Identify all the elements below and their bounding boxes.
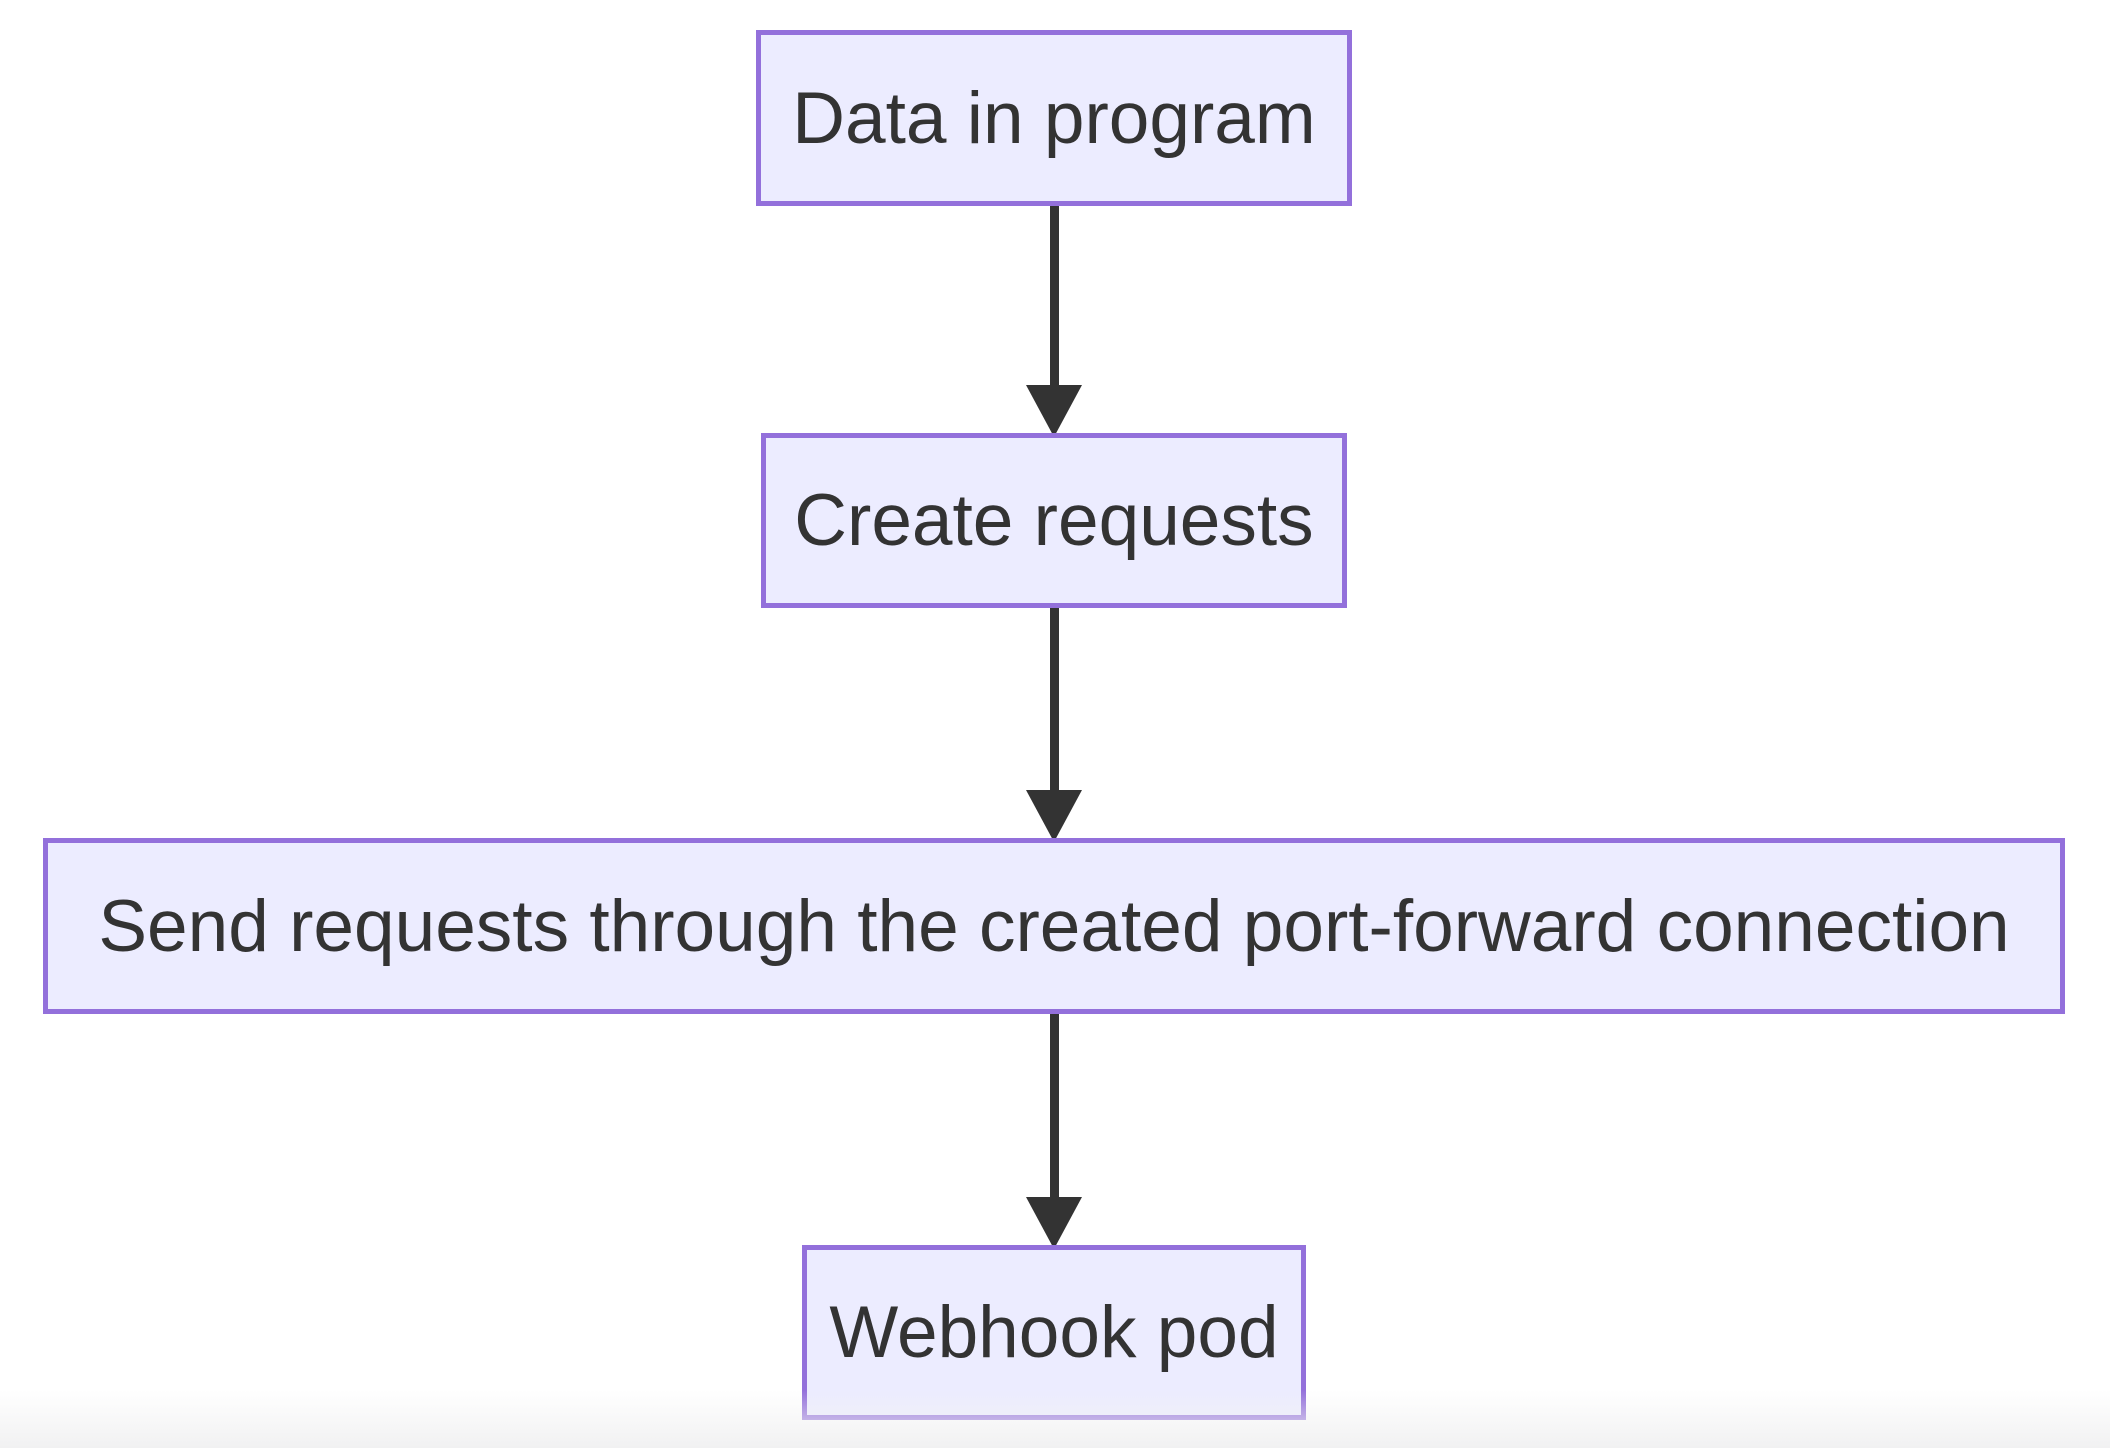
arrow-shaft [1049, 1014, 1059, 1197]
flow-arrow-3 [1026, 1014, 1082, 1249]
arrow-shaft [1049, 206, 1059, 385]
flow-arrow-2 [1026, 608, 1082, 842]
flow-arrow-1 [1026, 206, 1082, 437]
arrowhead-down-icon [1026, 1197, 1082, 1249]
arrowhead-down-icon [1026, 790, 1082, 842]
node-create-requests: Create requests [761, 433, 1347, 608]
page-bottom-fade [0, 1390, 2110, 1448]
node-label: Webhook pod [829, 1292, 1279, 1373]
node-label: Send requests through the created port-f… [98, 885, 2010, 967]
arrow-shaft [1049, 608, 1059, 790]
node-label: Create requests [794, 480, 1314, 561]
node-data-in-program: Data in program [756, 30, 1352, 206]
arrowhead-down-icon [1026, 385, 1082, 437]
node-label: Data in program [792, 77, 1316, 159]
node-send-requests-port-forward: Send requests through the created port-f… [43, 838, 2065, 1014]
